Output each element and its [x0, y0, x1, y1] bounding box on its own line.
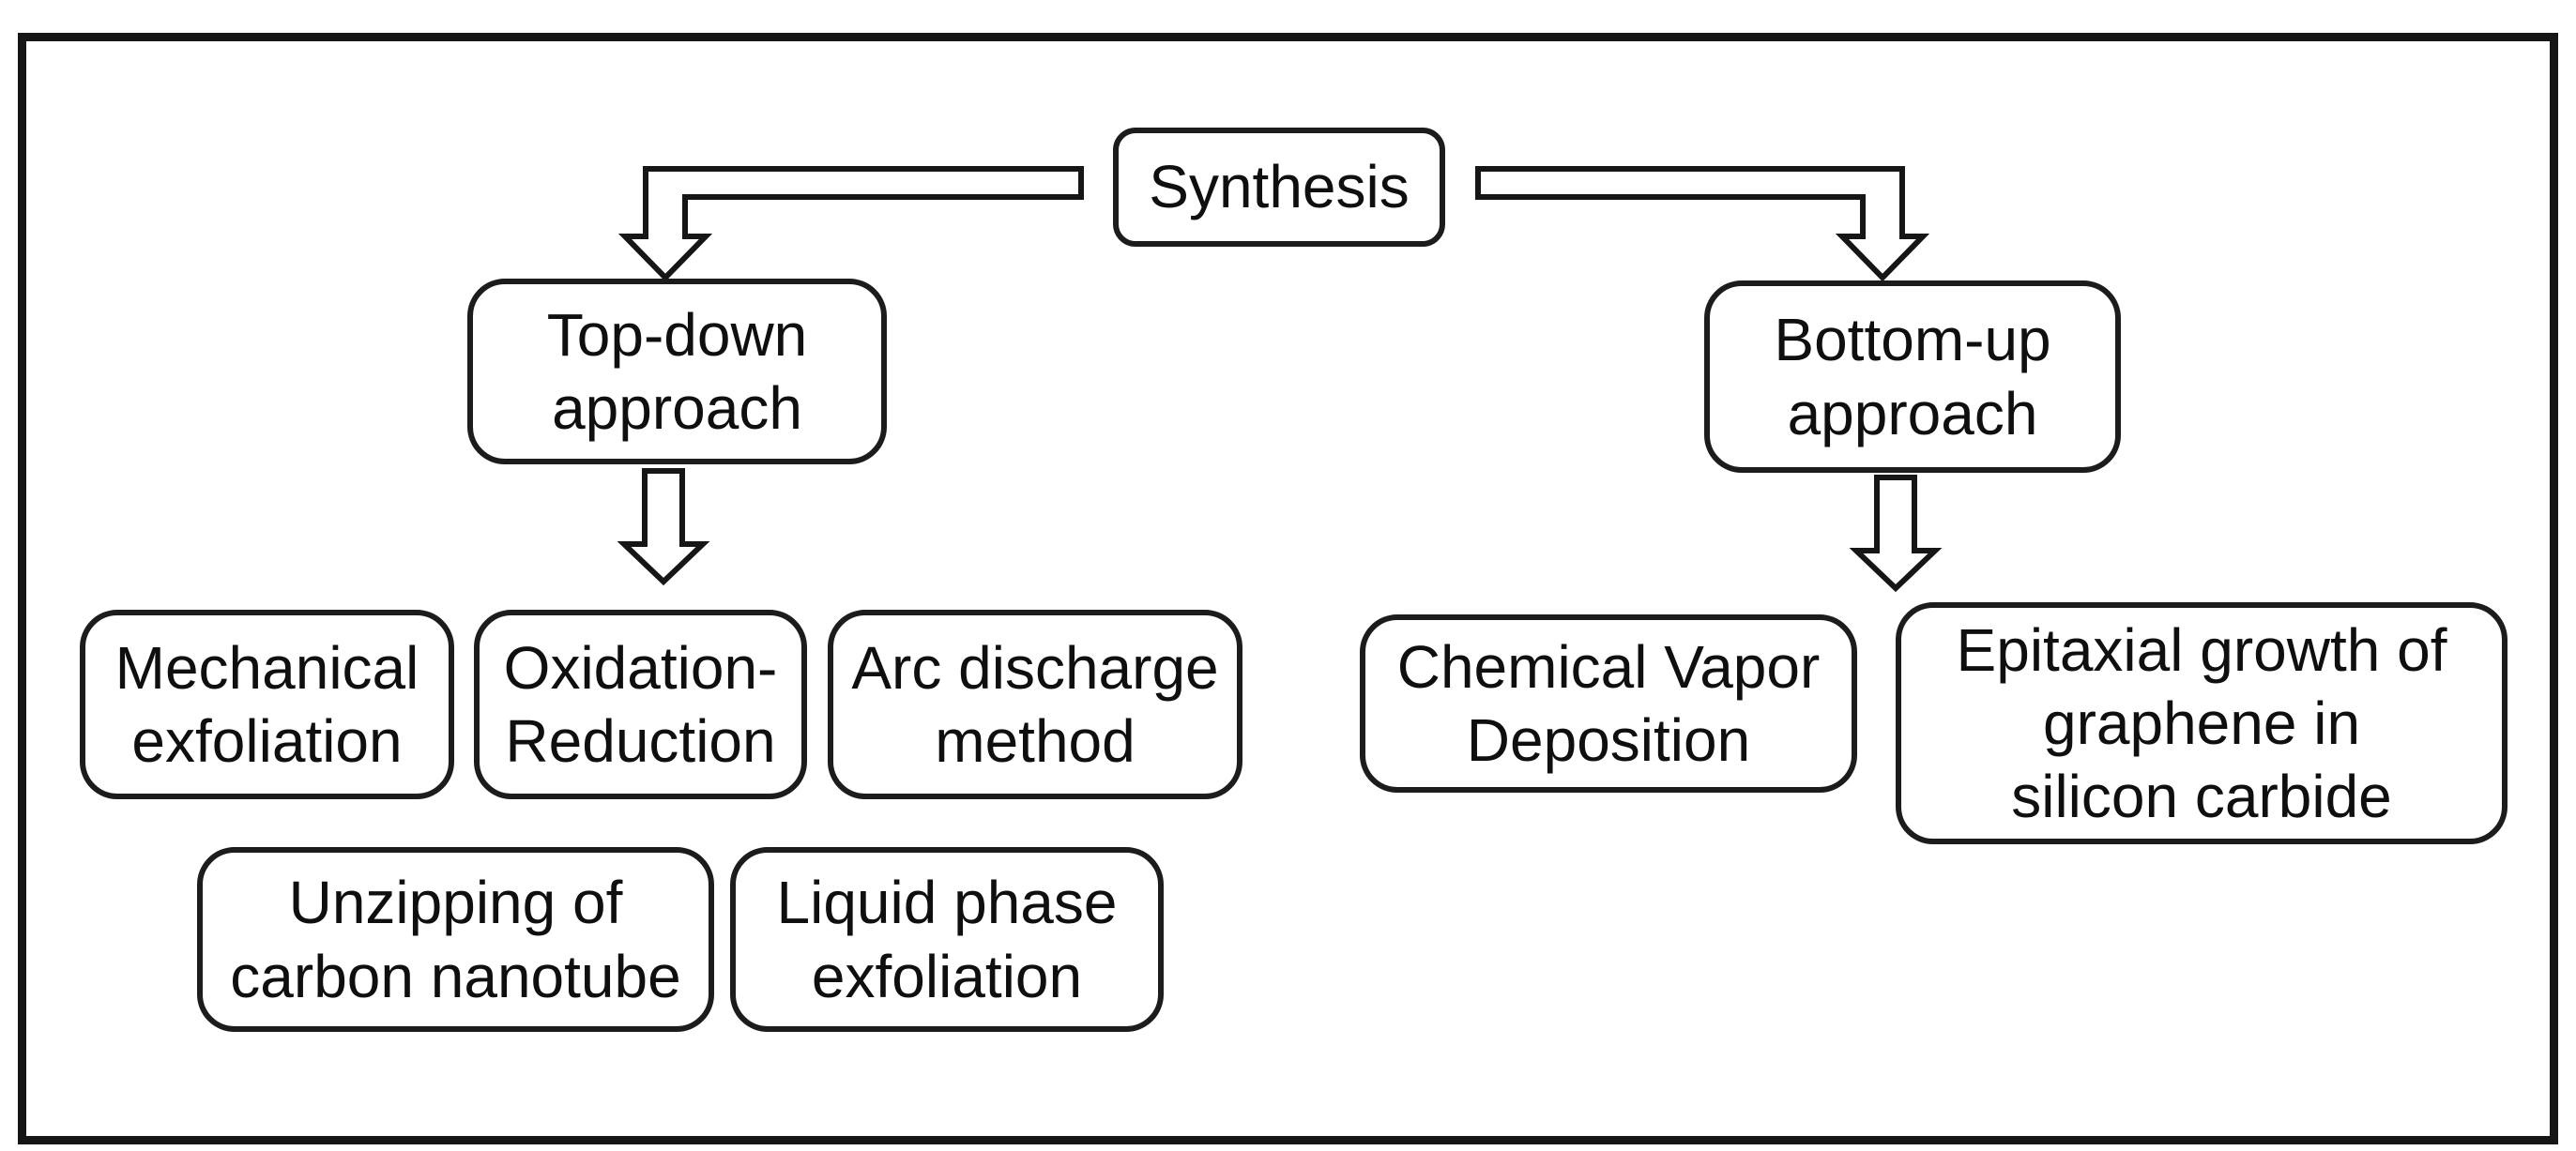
node-epitaxial-growth-of-graphene: Epitaxial growth of graphene in silicon …: [1896, 602, 2507, 844]
node-arc-discharge-method-line-1: Arc discharge: [851, 633, 1219, 702]
node-oxidation-reduction-line-1: Oxidation-: [503, 633, 778, 702]
node-unzipping-of-carbon-nanotube: Unzipping of carbon nanotube: [197, 847, 714, 1032]
node-oxidation-reduction-line-2: Reduction: [505, 707, 776, 775]
node-mechanical-exfoliation: Mechanical exfoliation: [80, 610, 454, 799]
node-chemical-vapor-deposition: Chemical Vapor Deposition: [1360, 614, 1857, 793]
node-mechanical-exfoliation-line-2: exfoliation: [131, 707, 403, 775]
node-mechanical-exfoliation-line-1: Mechanical: [114, 633, 419, 702]
node-epitaxial-growth-line-2: graphene in: [2042, 689, 2361, 757]
node-synthesis: Synthesis: [1113, 128, 1445, 247]
node-bottom-up-approach: Bottom-up approach: [1704, 280, 2121, 473]
node-unzipping-of-carbon-nanotube-line-1: Unzipping of: [288, 869, 623, 937]
node-arc-discharge-method: Arc discharge method: [828, 610, 1242, 799]
node-chemical-vapor-deposition-line-2: Deposition: [1466, 706, 1751, 774]
node-top-down-approach-line-2: approach: [552, 374, 802, 442]
node-epitaxial-growth-line-3: silicon carbide: [2011, 763, 2392, 831]
node-unzipping-of-carbon-nanotube-line-2: carbon nanotube: [230, 942, 681, 1010]
arrow-bottom-up-to-methods: [1849, 475, 1943, 593]
arrow-top-down-to-methods: [617, 468, 710, 586]
node-top-down-approach-line-1: Top-down: [546, 300, 808, 369]
node-bottom-up-approach-line-2: approach: [1787, 379, 2038, 447]
node-top-down-approach: Top-down approach: [467, 279, 887, 464]
node-synthesis-label: Synthesis: [1149, 153, 1410, 221]
arrow-synthesis-to-bottom-up: [1475, 166, 1930, 282]
arrow-synthesis-to-top-down: [617, 166, 1084, 282]
node-chemical-vapor-deposition-line-1: Chemical Vapor: [1396, 632, 1821, 701]
node-liquid-phase-exfoliation-line-2: exfoliation: [811, 942, 1083, 1010]
node-epitaxial-growth-line-1: Epitaxial growth of: [1956, 615, 2447, 684]
node-oxidation-reduction: Oxidation- Reduction: [474, 610, 807, 799]
node-liquid-phase-exfoliation-line-1: Liquid phase: [776, 869, 1118, 937]
node-arc-discharge-method-line-2: method: [935, 707, 1136, 775]
node-liquid-phase-exfoliation: Liquid phase exfoliation: [730, 847, 1164, 1032]
node-bottom-up-approach-line-1: Bottom-up: [1774, 306, 2051, 374]
